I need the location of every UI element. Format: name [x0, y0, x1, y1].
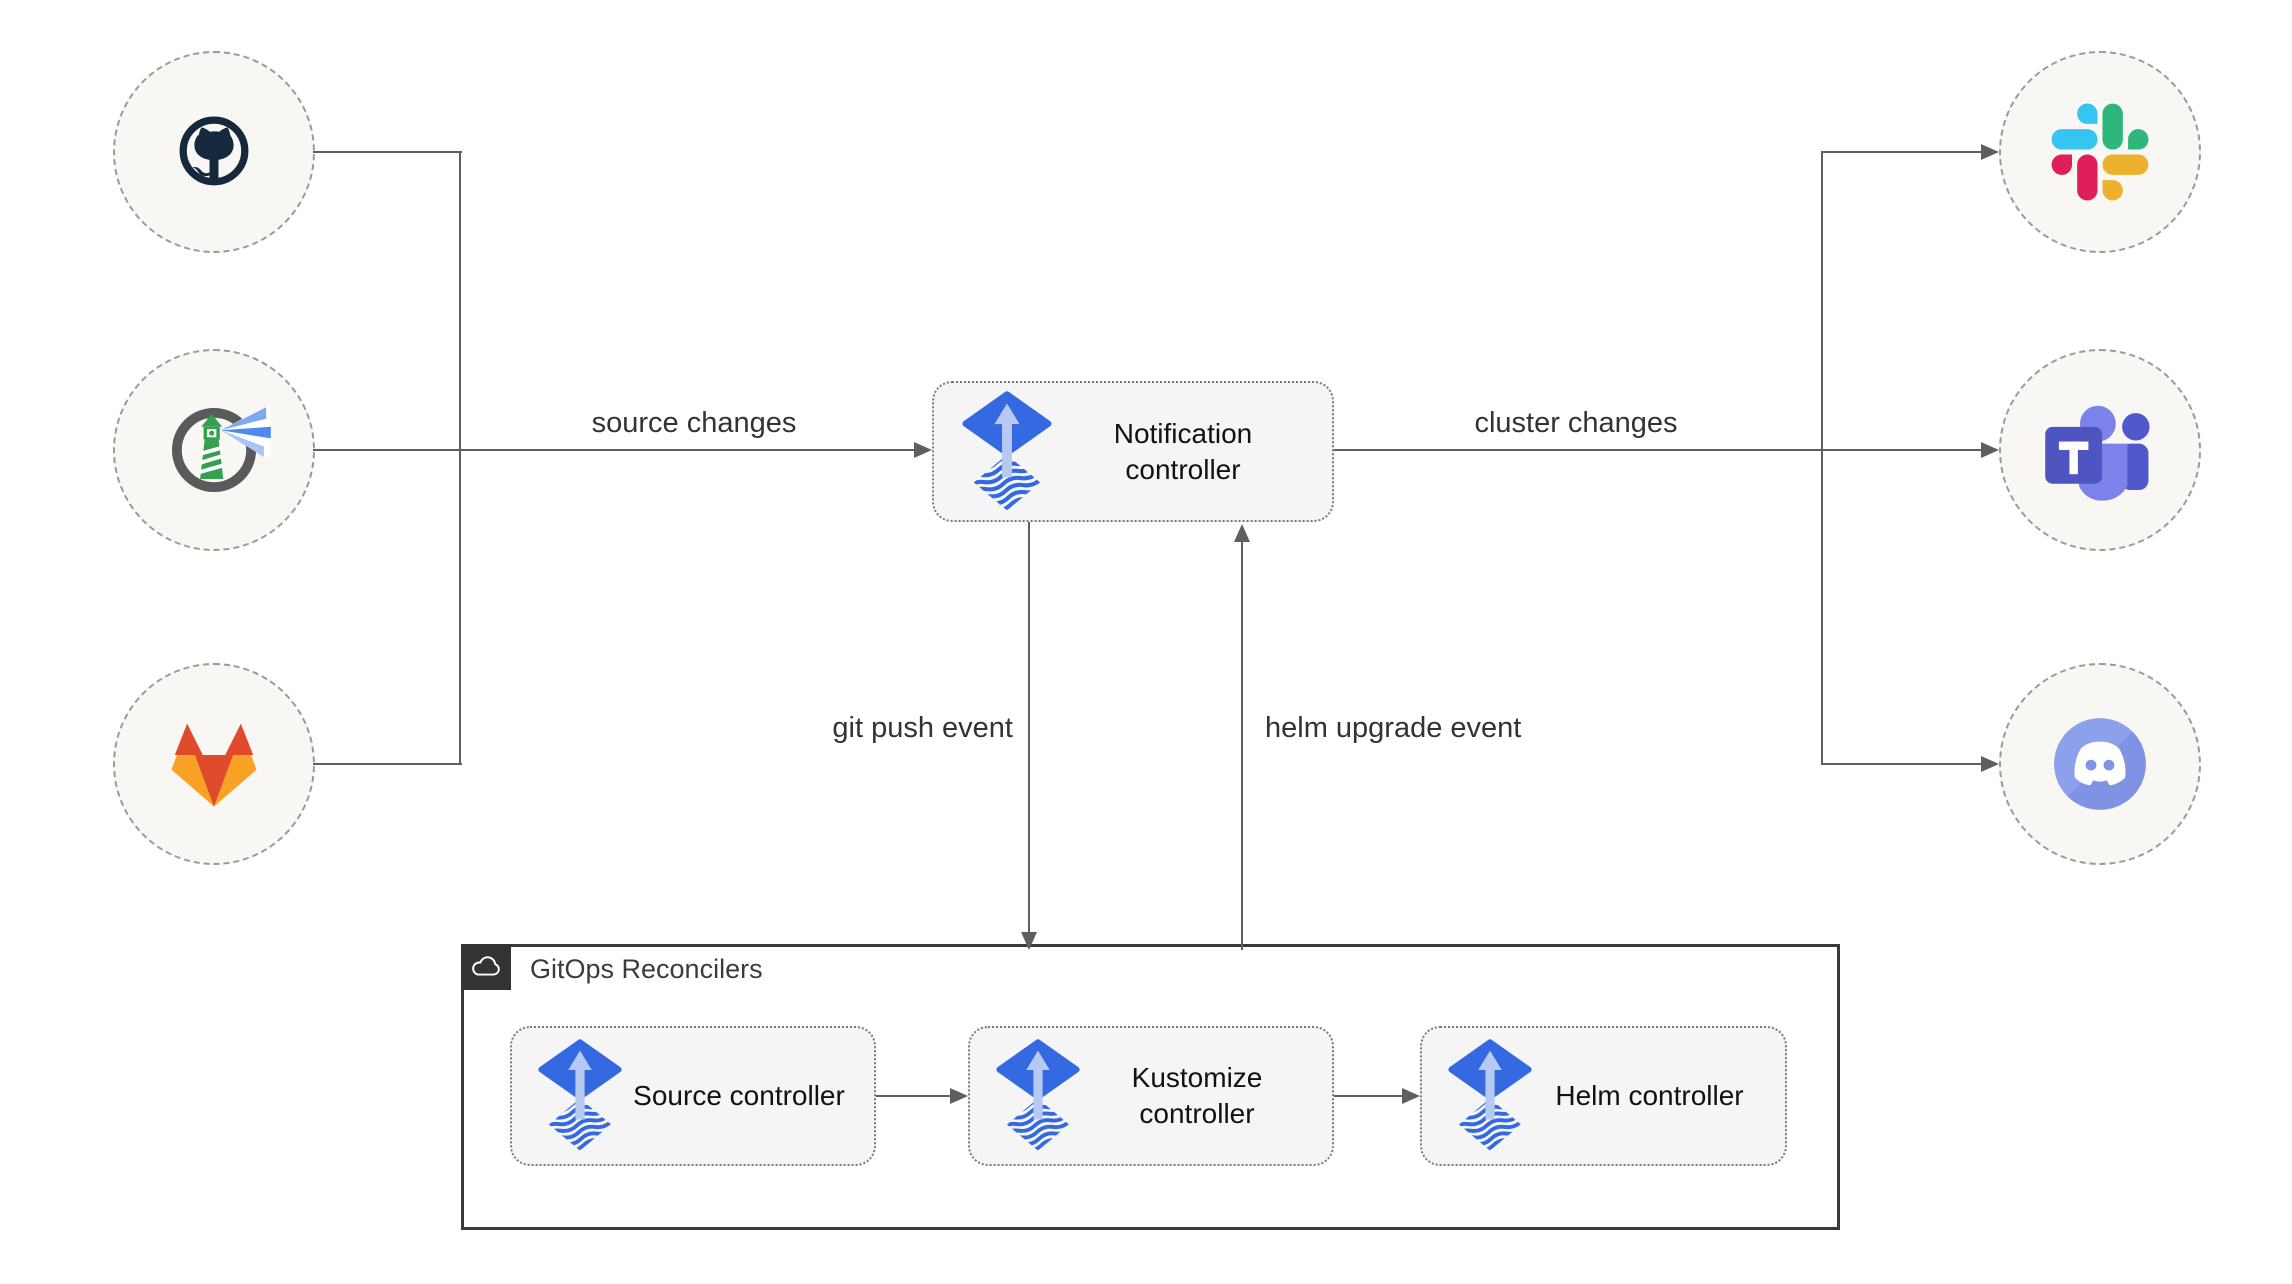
edge-right-trunk	[1821, 151, 1823, 765]
endpoint-teams	[1999, 349, 2201, 551]
arrowhead-into-notification	[914, 442, 932, 458]
github-icon	[179, 116, 249, 186]
endpoint-slack	[1999, 51, 2201, 253]
arrowhead-into-helm	[1402, 1088, 1420, 1104]
node-helm-controller: Helm controller	[1420, 1026, 1787, 1166]
flux-icon	[538, 1039, 622, 1151]
node-notification-controller: Notification controller	[932, 381, 1334, 522]
group-label: GitOps Reconcilers	[530, 954, 763, 984]
flux-icon	[962, 390, 1052, 510]
flux-icon-slot	[962, 390, 1052, 514]
endpoint-harbor	[113, 349, 315, 551]
flux-icon-slot	[538, 1037, 622, 1155]
edge-source-changes-line	[313, 449, 914, 451]
discord-icon	[2054, 718, 2146, 810]
node-label: Notification controller	[1113, 417, 1253, 485]
teams-icon	[2045, 405, 2150, 501]
edge-label-helm-upgrade-event: helm upgrade event	[1265, 712, 1522, 744]
cloud-icon	[472, 956, 500, 976]
arrowhead-into-kustomize	[950, 1088, 968, 1104]
arrowhead-into-discord	[1981, 756, 1999, 772]
endpoint-discord	[1999, 663, 2201, 865]
edge-discord-branch	[1822, 763, 1981, 765]
edge-git-push-line	[1028, 522, 1030, 934]
flux-icon-slot	[1448, 1037, 1532, 1155]
edge-github-stub	[313, 151, 462, 153]
node-label: Kustomize controller	[1131, 1062, 1263, 1129]
node-label: Source controller	[633, 1080, 845, 1111]
flux-icon-slot	[996, 1037, 1080, 1155]
arrowhead-into-teams	[1981, 442, 1999, 458]
edge-cluster-changes-line	[1334, 449, 1983, 451]
edge-left-trunk	[459, 151, 461, 765]
node-kustomize-controller: Kustomize controller	[968, 1026, 1334, 1166]
group-badge	[461, 944, 511, 990]
edge-label-git-push-event: git push event	[832, 712, 1013, 744]
edge-label-cluster-changes: cluster changes	[1474, 407, 1678, 439]
arrowhead-into-reconcilers	[1021, 932, 1037, 950]
edge-kustomize-to-helm	[1334, 1095, 1402, 1097]
harbor-icon	[171, 403, 271, 493]
node-label: Helm controller	[1555, 1080, 1744, 1111]
flux-icon	[1448, 1039, 1532, 1151]
node-source-controller: Source controller	[510, 1026, 876, 1166]
slack-icon	[2051, 103, 2149, 201]
edge-slack-branch	[1822, 151, 1981, 153]
gitlab-icon	[171, 723, 257, 807]
edge-gitlab-stub	[313, 763, 462, 765]
endpoint-gitlab	[113, 663, 315, 865]
flux-icon	[996, 1039, 1080, 1151]
edge-helm-upgrade-line	[1241, 542, 1243, 950]
arrowhead-into-slack	[1981, 144, 1999, 160]
arrowhead-into-notification-bottom	[1234, 524, 1250, 542]
edge-source-to-kustomize	[876, 1095, 951, 1097]
edge-label-source-changes: source changes	[591, 407, 797, 439]
endpoint-github	[113, 51, 315, 253]
